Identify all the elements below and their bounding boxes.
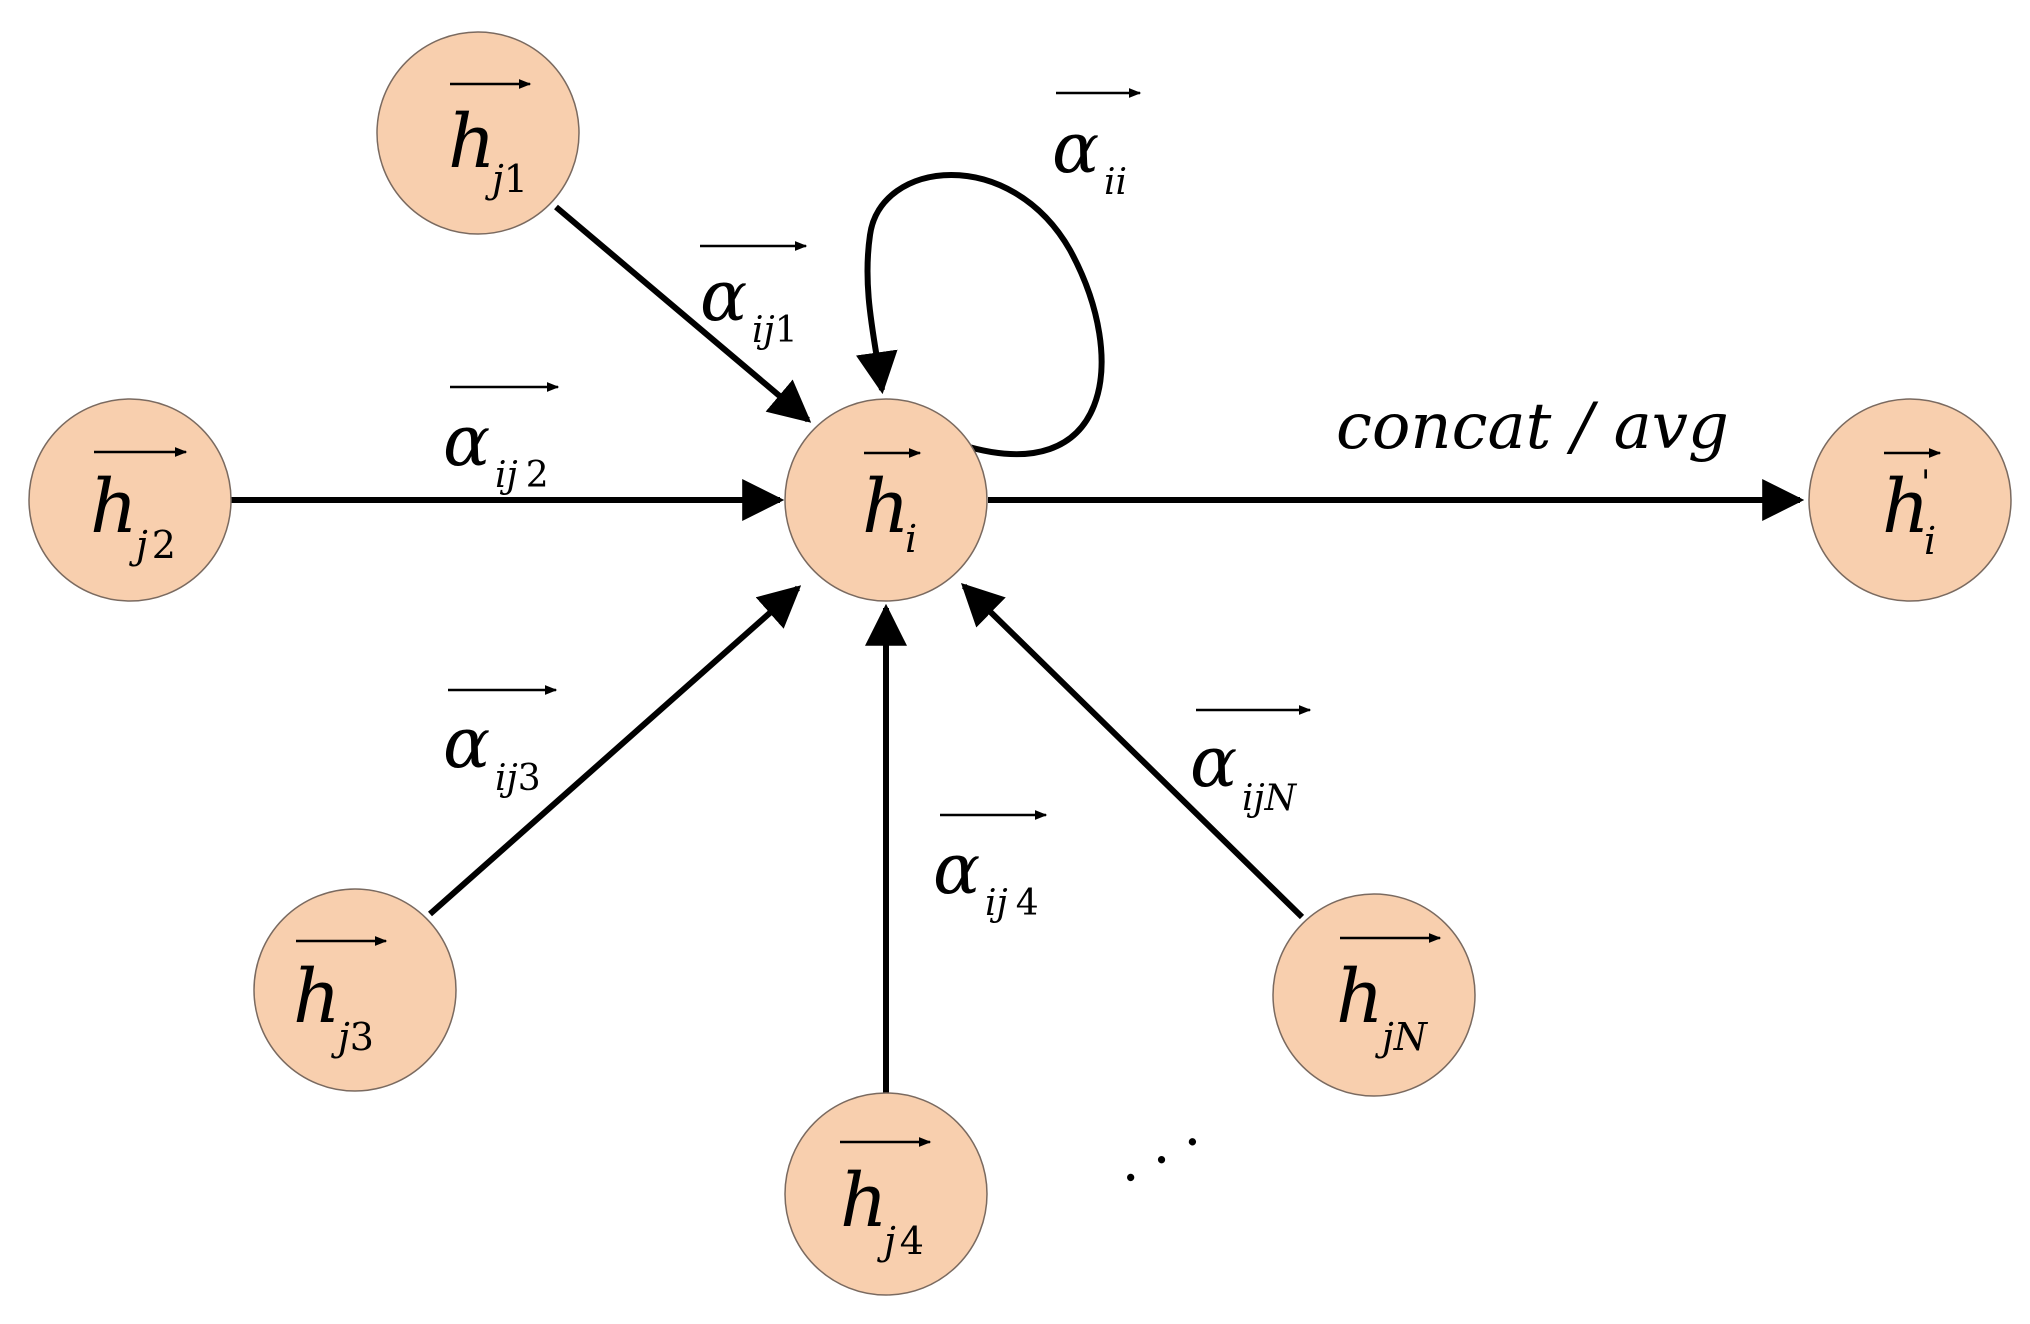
node-hjN: h jN [1272, 893, 1476, 1097]
edge-hj1-to-hi [554, 204, 812, 423]
label-aii: α ii [1052, 88, 1142, 203]
node-subscript-index: 4 [900, 1219, 924, 1263]
label-symbol: α [443, 702, 490, 784]
node-hj3: h j3 [253, 888, 457, 1092]
svg-text:jN: jN [1375, 1015, 1429, 1059]
label-aij1: α ij1 [700, 241, 808, 351]
label-subscript-index: 1 [775, 310, 798, 351]
node-subscript: i [905, 517, 917, 561]
label-symbol: α [1190, 721, 1237, 803]
label-aijN: α ijN [1190, 705, 1312, 819]
self-loop-edge [855, 172, 1105, 458]
label-subscript: ijN [1242, 778, 1298, 819]
svg-text:ijN: ijN [1242, 778, 1298, 819]
node-symbol: h [448, 99, 496, 185]
label-subscript: ij [495, 758, 518, 799]
svg-text:ij1: ij1 [752, 310, 798, 351]
svg-text:j1: j1 [485, 157, 528, 201]
label-aij3: α ij3 [443, 685, 558, 799]
node-subscript: jN [1375, 1015, 1429, 1059]
svg-text:i: i [905, 517, 917, 561]
label-symbol: α [1052, 107, 1099, 189]
node-symbol: h [90, 464, 138, 550]
label-symbol: α [443, 400, 490, 482]
svg-text:ij2: ij2 [495, 455, 549, 496]
node-subscript-index: 3 [350, 1015, 374, 1059]
node-hi: h i [784, 398, 988, 602]
edge-hjN-to-hi [960, 583, 1305, 920]
svg-text:j2: j2 [129, 523, 176, 567]
node-symbol: h [862, 464, 910, 550]
output-label: concat / avg [1336, 390, 1729, 464]
node-subscript: i [1924, 519, 1936, 563]
node-subscript-index: 2 [152, 523, 176, 567]
label-symbol: α [700, 255, 747, 337]
ellipsis: . . . [1099, 1096, 1209, 1197]
svg-text:ii: ii [1104, 162, 1127, 203]
node-subscript-index: 1 [504, 157, 528, 201]
edges [230, 172, 1805, 1094]
svg-text:ij3: ij3 [495, 758, 541, 799]
node-prime: ' [1921, 463, 1930, 503]
node-hi-output: h ' i [1808, 398, 2012, 602]
label-symbol: α [933, 828, 980, 910]
label-subscript: ij [752, 310, 775, 351]
node-symbol: h [1336, 954, 1384, 1040]
svg-text:j3: j3 [331, 1015, 374, 1059]
label-subscript: ij [495, 455, 518, 496]
node-hj1: h j1 [376, 31, 580, 235]
label-subscript: ij [985, 883, 1008, 924]
label-subscript-index: 3 [518, 758, 541, 799]
node-symbol: h [840, 1158, 888, 1244]
edge-hj3-to-hi [428, 585, 802, 917]
label-subscript-index: 2 [526, 455, 549, 496]
node-symbol: h [293, 954, 341, 1040]
svg-text:i: i [1924, 519, 1936, 563]
svg-text:j4: j4 [877, 1219, 924, 1263]
node-symbol: h [1882, 464, 1930, 550]
label-subscript: ii [1104, 162, 1127, 203]
svg-text:ij4: ij4 [985, 883, 1039, 924]
label-subscript-index: 4 [1016, 883, 1039, 924]
